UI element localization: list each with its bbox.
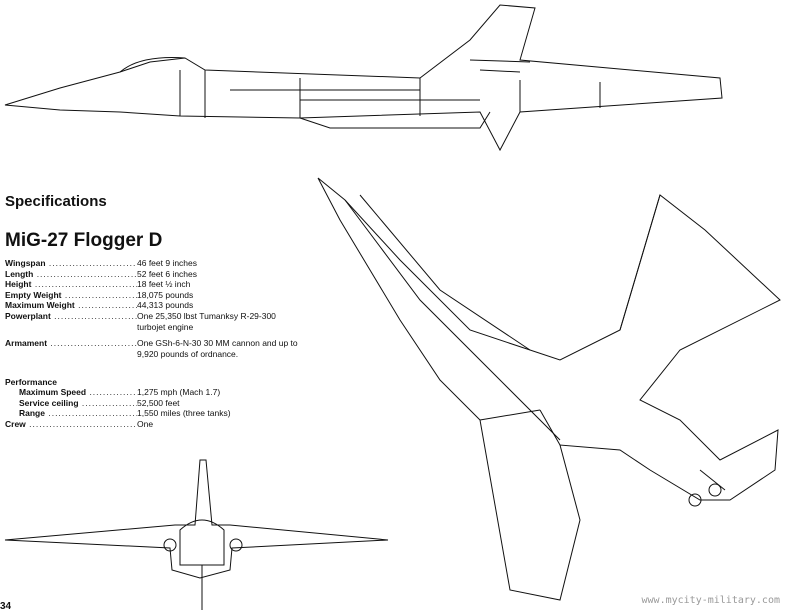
spec-row-range: Range1,550 miles (three tanks): [5, 408, 305, 419]
spec-value: 18 feet ½ inch: [137, 279, 191, 290]
spec-value: 46 feet 9 inches: [137, 258, 198, 268]
spec-row-maximum-weight: Maximum Weight44,313 pounds: [5, 300, 305, 311]
spec-label: Height: [5, 279, 137, 290]
spec-label: Armament: [5, 338, 137, 359]
spec-label: Range: [5, 408, 137, 419]
spec-row-wingspan: Wingspan46 feet 9 inches: [5, 258, 305, 269]
spec-value: One: [137, 418, 154, 429]
spec-row-powerplant: PowerplantOne 25,350 lbst Tumanksy R-29-…: [5, 311, 305, 332]
spec-value: 44,313 pounds: [137, 300, 194, 311]
spec-value: 1,275 mph (Mach 1.7): [137, 387, 221, 397]
spec-label: Length: [5, 269, 137, 280]
spec-row-service-ceiling: Service ceiling52,500 feet: [5, 398, 305, 409]
spec-label: Powerplant: [5, 311, 137, 332]
aircraft-title: MiG-27 Flogger D: [5, 230, 163, 251]
spec-row-length: Length52 feet 6 inches: [5, 269, 305, 280]
front-view-drawing: [4, 459, 389, 610]
spec-list: Wingspan46 feet 9 inches Length52 feet 6…: [5, 258, 305, 332]
section-heading: Specifications: [5, 193, 107, 210]
spec-row-armament: ArmamentOne GSh-6-N-30 30 MM cannon and …: [5, 338, 305, 359]
armament-section: ArmamentOne GSh-6-N-30 30 MM cannon and …: [5, 338, 305, 359]
spec-value: 52,500 feet: [137, 397, 180, 408]
spec-value: 52 feet 6 inches: [137, 268, 198, 279]
spec-value: 18,075 pounds: [137, 289, 194, 300]
watermark: www.mycity-military.com: [641, 595, 780, 606]
spec-value: One GSh-6-N-30 30 MM cannon and up to 9,…: [137, 338, 298, 359]
spec-label: Maximum Speed: [5, 387, 137, 398]
spec-row-maximum-speed: Maximum Speed1,275 mph (Mach 1.7): [5, 387, 305, 398]
spec-label: Maximum Weight: [5, 300, 137, 311]
spec-value: One 25,350 lbst Tumanksy R-29-300 turboj…: [137, 310, 276, 332]
spec-label: Service ceiling: [5, 398, 137, 409]
performance-list: Maximum Speed1,275 mph (Mach 1.7) Servic…: [5, 387, 305, 429]
performance-heading: Performance: [5, 377, 57, 387]
spec-row-empty-weight: Empty Weight18,075 pounds: [5, 290, 305, 301]
spec-label: Crew: [5, 419, 137, 430]
spec-row-crew: CrewOne: [5, 419, 305, 430]
page-number: 34: [0, 601, 12, 612]
spec-label: Empty Weight: [5, 290, 137, 301]
spec-label: Wingspan: [5, 258, 137, 269]
spec-row-height: Height18 feet ½ inch: [5, 279, 305, 290]
side-view-drawing: [4, 4, 723, 152]
plan-view-drawing: [317, 177, 781, 601]
spec-value: 1,550 miles (three tanks): [137, 408, 231, 419]
